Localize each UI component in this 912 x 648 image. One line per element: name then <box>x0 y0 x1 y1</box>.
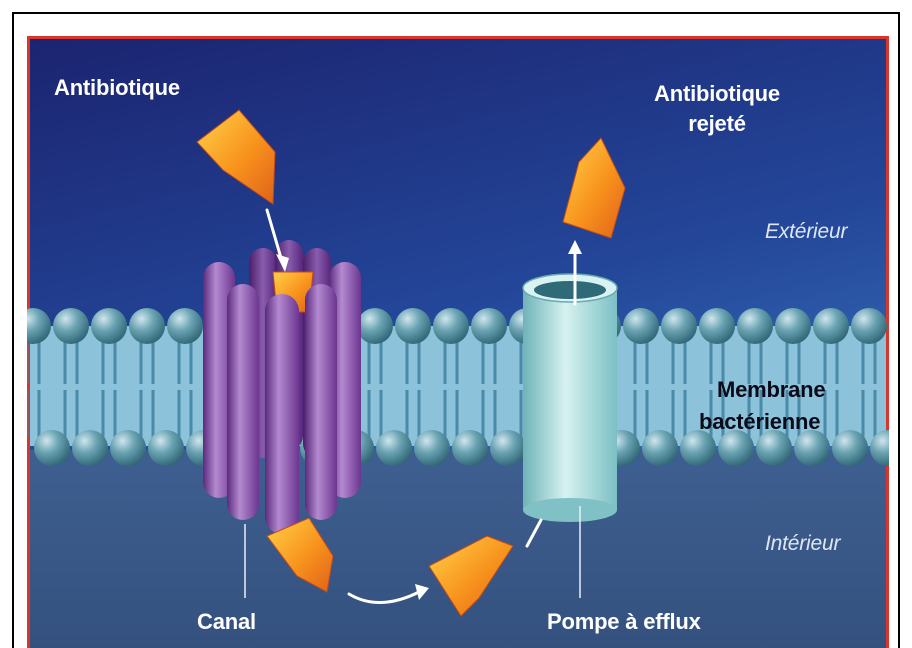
lipid-head-inner <box>414 430 450 466</box>
lipid-head-inner <box>34 430 70 466</box>
lipid-head-outer <box>661 308 697 344</box>
lipid-head-outer <box>813 308 849 344</box>
figure-frame: Antibiotique Antibiotique rejeté Extérie… <box>12 12 900 648</box>
label-efflux-pump: Pompe à efflux <box>547 608 701 636</box>
label-membrane-2: bactérienne <box>699 408 820 436</box>
lipid-head-outer <box>53 308 89 344</box>
lipid-head-outer <box>129 308 165 344</box>
label-antibiotic-in: Antibiotique <box>54 74 180 102</box>
lipid-head-outer <box>623 308 659 344</box>
label-interior: Intérieur <box>765 530 840 558</box>
lipid-head-outer <box>395 308 431 344</box>
lipid-head-outer <box>433 308 469 344</box>
label-membrane-1: Membrane <box>717 376 825 404</box>
lipid-head-outer <box>737 308 773 344</box>
lipid-head-outer <box>471 308 507 344</box>
lipid-head-inner <box>832 430 868 466</box>
lipid-head-inner <box>490 430 526 466</box>
lipid-head-inner <box>376 430 412 466</box>
lipid-head-outer <box>91 308 127 344</box>
lipid-head-outer <box>851 308 887 344</box>
lipid-head-inner <box>148 430 184 466</box>
lipid-head-inner <box>452 430 488 466</box>
label-channel: Canal <box>197 608 256 636</box>
lipid-head-outer <box>699 308 735 344</box>
lipid-head-outer <box>357 308 393 344</box>
channel-protein <box>203 240 361 534</box>
label-antibiotic-rejected-2: rejeté <box>647 110 787 138</box>
interior-background <box>30 450 886 648</box>
efflux-pump-protein <box>523 274 617 522</box>
label-antibiotic-rejected-1: Antibiotique <box>647 80 787 108</box>
lipid-head-inner <box>110 430 146 466</box>
lipid-head-inner <box>642 430 678 466</box>
diagram-panel: Antibiotique Antibiotique rejeté Extérie… <box>27 36 889 648</box>
lipid-head-inner <box>72 430 108 466</box>
label-exterior: Extérieur <box>765 218 847 246</box>
lipid-head-outer <box>167 308 203 344</box>
lipid-head-outer <box>775 308 811 344</box>
